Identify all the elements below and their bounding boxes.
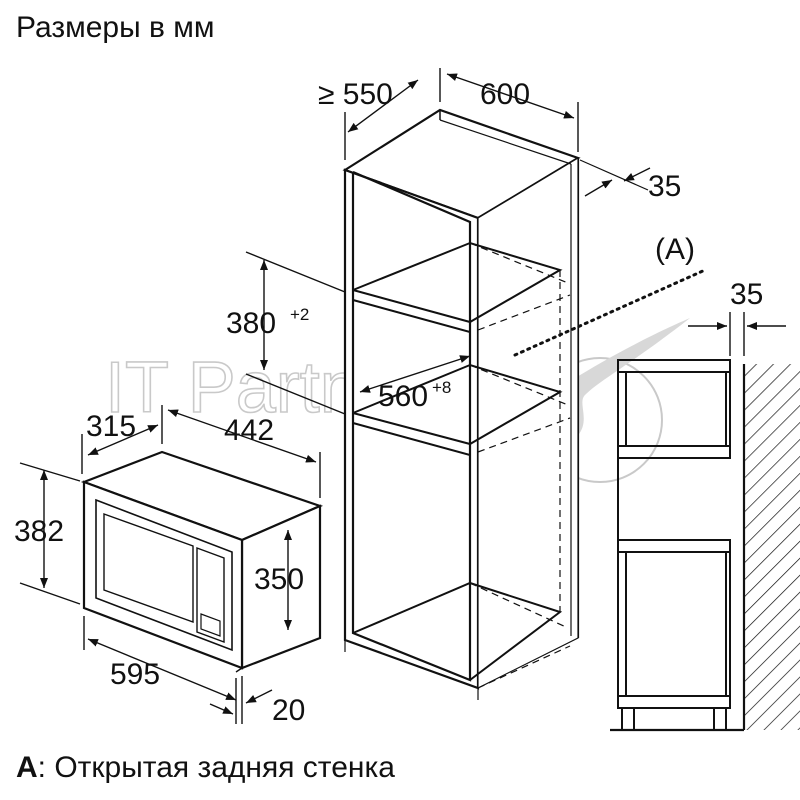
microwave-height-label: 382 [14,515,64,548]
cabinet-top-dimensions [344,68,651,197]
niche-width-label: 560 [378,380,428,413]
microwave-depth-label: 315 [86,410,136,443]
cabinet-width-label: 600 [480,78,530,111]
page-title: Размеры в мм [16,11,215,44]
microwave-inner-height-label: 350 [254,563,304,596]
legend-text: : Открытая задняя стенка [37,751,395,784]
cabinet-depth-label: ≥ 550 [318,78,393,111]
tall-cabinet [342,108,581,700]
niche-height-label: 380 [226,307,276,340]
legend-key: A [16,751,38,784]
legend-note: A: Открытая задняя стенка [16,748,395,788]
section-marker-a: (A) [655,233,695,266]
microwave-front-depth-label: 20 [272,694,305,727]
microwave-width-label: 442 [224,414,274,447]
cabinet-side-label: 35 [648,170,681,203]
microwave-dimensions [19,405,321,724]
side-gap-label: 35 [730,278,763,311]
microwave-appliance [80,450,324,673]
niche-height-tolerance: +2 [290,305,309,324]
side-section-view [513,268,800,732]
niche-width-tolerance: +8 [432,378,451,397]
niche-dimensions [245,251,471,415]
microwave-front-width-label: 595 [110,658,160,691]
